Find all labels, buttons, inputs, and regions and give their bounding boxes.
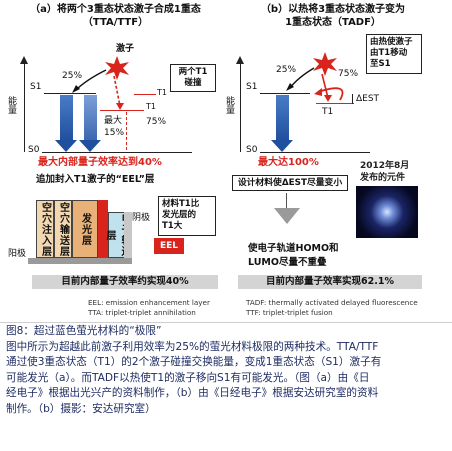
pct-25-b: 25% bbox=[276, 65, 297, 75]
design-note-box: 设计材料使ΔEST尽量变小 bbox=[232, 175, 348, 191]
s0-label-a: S0 bbox=[28, 145, 40, 155]
anode-label: 阳极 bbox=[8, 249, 27, 259]
exciton-label-a: 激子 bbox=[116, 44, 135, 54]
caption-line: 可能发光（a）。而TADF以热使T1的激子移向S1有可能发光。（图（a）由《日 bbox=[6, 371, 370, 384]
max-efficiency-a: 最大内部量子效率达到40% bbox=[38, 157, 162, 168]
collision-label-1: 两个T1 bbox=[178, 67, 208, 77]
max-efficiency-b: 最大达100% bbox=[258, 157, 319, 168]
pct-75-b: 75% bbox=[338, 69, 359, 79]
divider bbox=[0, 322, 452, 323]
caption-line: 通过使3重态状态（T1）的2个激子碰撞交换能量，变成1重态状态（S1）激子有 bbox=[6, 356, 382, 369]
emission-arrow-b bbox=[271, 95, 293, 152]
s1-level-a bbox=[44, 93, 96, 94]
footnote-eel: EEL: emission enhancement layer bbox=[88, 298, 210, 307]
layer-emission: 发光层 bbox=[72, 200, 98, 258]
layer-hole-transport: 空穴输送层 bbox=[54, 200, 72, 258]
collision-label-2: 碰撞 bbox=[184, 78, 202, 88]
energy-axis-label-b: 能量 bbox=[224, 96, 234, 114]
footnote-ttf: TTF: triplet-triplet fusion bbox=[246, 308, 333, 317]
emission-arrow-a-2 bbox=[79, 95, 101, 152]
t1-decay-line-a bbox=[126, 112, 127, 150]
exciton-split-arrows bbox=[72, 69, 124, 110]
eel-tag: EEL bbox=[154, 238, 184, 254]
s0-level-a bbox=[42, 152, 192, 153]
banner-b: 目前内部量子效率实现62.1% bbox=[238, 275, 422, 289]
panel-a-subtitle: （TTA/TTF） bbox=[82, 17, 149, 28]
pct-max-label-a: 最大 bbox=[104, 116, 123, 126]
axis-arrow-up-icon bbox=[20, 56, 28, 64]
s1-label-b: S1 bbox=[246, 82, 258, 92]
banner-a: 目前内部量子效率约实现40% bbox=[32, 275, 218, 289]
exciton-split-arrows-b bbox=[286, 67, 344, 102]
energy-axis-label: 能量 bbox=[6, 96, 16, 114]
cathode-label: 阴极 bbox=[132, 213, 151, 223]
t1-level-a-upper bbox=[134, 94, 156, 95]
orbital-note-1: 使电子轨道HOMO和 bbox=[248, 243, 339, 254]
axis-arrow-up-icon-b bbox=[236, 56, 244, 64]
t1-level-b bbox=[316, 103, 354, 104]
panel-b-title: （b）以热将3重态状态激子变为 bbox=[260, 4, 406, 15]
footnote-tta: TTA: triplet-triplet annihilation bbox=[88, 308, 196, 317]
t1-label-a: T1 bbox=[146, 102, 156, 111]
eel-description-a: 追加封入T1激子的“EEL”层 bbox=[36, 174, 155, 185]
year-note-1: 2012年8月 bbox=[360, 161, 410, 171]
device-photo bbox=[356, 186, 418, 238]
panel-b-subtitle: 1重态状态（TADF） bbox=[285, 17, 381, 28]
material-note-box: 材料T1比 发光层的 T1大 bbox=[158, 196, 216, 236]
emission-arrow-a-1 bbox=[55, 95, 77, 152]
s1-label-a: S1 bbox=[30, 82, 42, 92]
orbital-note-2: LUMO尽量不重叠 bbox=[248, 257, 327, 268]
delta-est-label: ΔEST bbox=[356, 94, 380, 104]
caption-line: 图8：超过蓝色萤光材料的“极限” bbox=[6, 325, 162, 337]
caption-line: 图中所示为超越此前激子利用效率为25%的萤光材料极限的两种技术。TTA/TTF bbox=[6, 340, 379, 353]
t1-label-b: T1 bbox=[322, 107, 334, 117]
layer-eel bbox=[98, 200, 108, 258]
s0-label-b: S0 bbox=[246, 145, 258, 155]
footnote-tadf: TADF: thermally activated delayed fluore… bbox=[246, 298, 418, 307]
pct-75-a: 75% bbox=[146, 117, 167, 127]
thermal-note-box: 由热使激子 由T1移动 至S1 bbox=[366, 34, 422, 74]
panel-a-title: （a）将两个3重态状态激子合成1重态 bbox=[30, 4, 201, 15]
t1-level-a bbox=[100, 110, 144, 111]
exciton-star-icon-b bbox=[313, 52, 337, 76]
s1-level-b bbox=[260, 93, 310, 94]
anode-plate bbox=[28, 258, 132, 264]
energy-axis-a bbox=[24, 62, 25, 152]
s0-level-b bbox=[260, 152, 370, 153]
caption-line: 经电子》根据出光兴产的资料制作，（b）由《日经电子》根据安达研究室的资料 bbox=[6, 387, 379, 400]
layer-hole-injection: 空穴注入层 bbox=[36, 200, 54, 258]
pct-max-value-a: 15% bbox=[104, 128, 125, 138]
year-note-2: 发布的元件 bbox=[360, 173, 406, 183]
cathode-plate bbox=[124, 212, 132, 258]
caption-line: 制作。（b）摄影：安达研究室） bbox=[6, 402, 156, 415]
figure-caption: 图8：超过蓝色萤光材料的“极限” 图中所示为超越此前激子利用效率为25%的萤光材… bbox=[6, 324, 448, 418]
exciton-star-icon bbox=[105, 56, 129, 80]
down-arrow-icon bbox=[274, 208, 300, 224]
energy-axis-b bbox=[240, 62, 241, 152]
pct-25-a: 25% bbox=[62, 71, 83, 81]
delta-est-bracket bbox=[352, 94, 353, 104]
t1-label-a-2: T1 bbox=[157, 88, 167, 97]
collision-box: 两个T1 碰撞 bbox=[170, 64, 216, 92]
